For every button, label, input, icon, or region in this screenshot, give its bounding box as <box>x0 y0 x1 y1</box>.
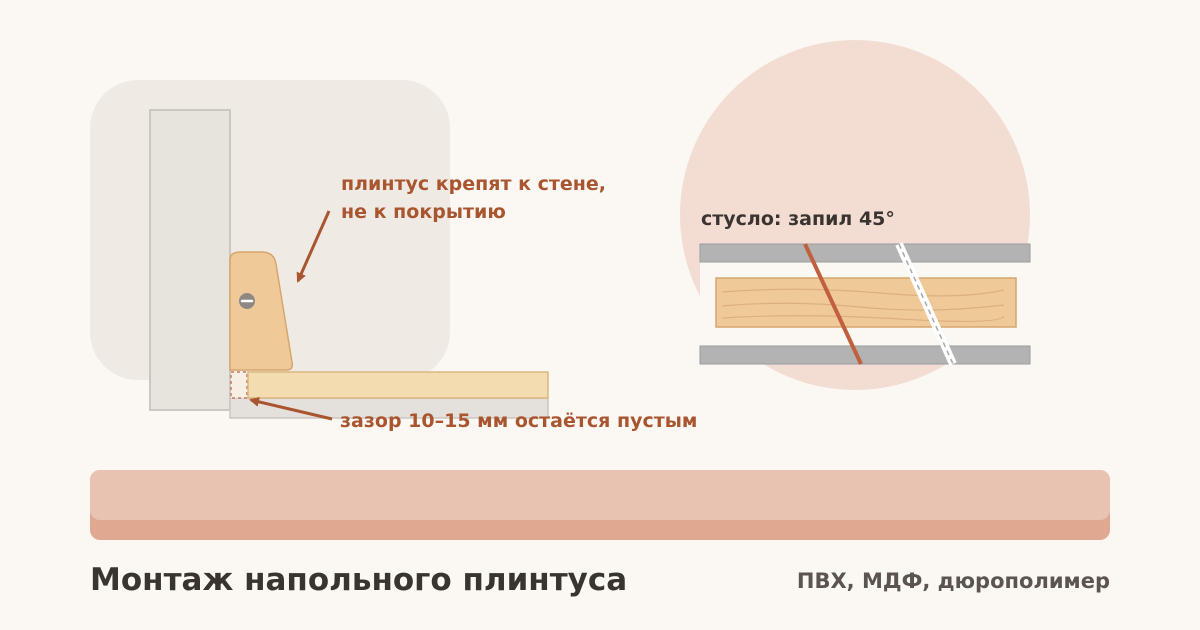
expansion-gap-note: зазор 10–15 мм остаётся пустым <box>340 410 698 432</box>
expansion-gap <box>230 371 248 399</box>
materials-subtitle: ПВХ, МДФ, дюрополимер <box>796 569 1110 593</box>
wall-mount-note: плинтус крепят к стене, не к покрытию <box>341 170 606 226</box>
laminate-board <box>247 371 549 399</box>
gap-note-arrow <box>249 396 333 421</box>
plinth-profile <box>229 251 294 371</box>
wall <box>149 109 231 411</box>
screw-icon <box>239 293 255 309</box>
page-title: Монтаж напольного плинтуса <box>90 562 628 598</box>
wall-mount-note-line2: не к покрытию <box>341 201 506 223</box>
wall-note-arrow <box>296 210 331 283</box>
workpiece-board <box>715 277 1017 328</box>
saw-slot-dashed <box>895 242 957 366</box>
saw-cut-line <box>803 243 863 365</box>
banner-strip <box>90 470 1110 540</box>
wall-mount-note-line1: плинтус крепят к стене, <box>341 173 606 195</box>
miter-box-note: стусло: запил 45° <box>701 208 895 230</box>
